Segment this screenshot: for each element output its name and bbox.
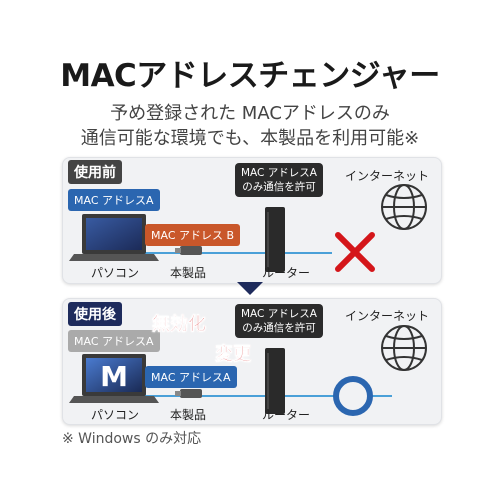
before-pc-mac-tag: MAC アドレスA xyxy=(68,189,160,211)
router-note-line-2: のみ通信を許可 xyxy=(242,322,316,334)
before-router-note: MAC アドレスA のみ通信を許可 xyxy=(235,163,323,197)
changed-stamp: 変更 xyxy=(215,344,252,366)
before-device-label: 本製品 xyxy=(169,266,206,280)
page-title: MACアドレスチェンジャー xyxy=(60,58,440,94)
before-internet-label: インターネット xyxy=(344,169,429,183)
internet-globe-icon xyxy=(381,184,427,230)
before-diagram xyxy=(69,184,427,272)
router-note-line-1: MAC アドレスA xyxy=(241,308,317,320)
blocked-x-icon xyxy=(335,232,375,272)
invalidated-stamp: 無効化 xyxy=(152,314,207,336)
svg-text:M: M xyxy=(100,360,128,393)
footnote: ※ Windows のみ対応 xyxy=(62,431,202,447)
router-note-line-1: MAC アドレスA xyxy=(241,167,317,179)
after-pc-label: パソコン xyxy=(90,408,139,422)
laptop-icon: M xyxy=(69,354,159,403)
allowed-circle-icon xyxy=(333,376,373,416)
subtitle-line-1: 予め登録された MACアドレスのみ xyxy=(110,103,390,124)
after-internet-label: インターネット xyxy=(344,309,429,323)
subtitle-line-2: 通信可能な環境でも、本製品を利用可能※ xyxy=(80,128,420,149)
internet-globe-icon xyxy=(381,325,427,371)
before-tag: 使用前 xyxy=(68,160,122,184)
after-router-label: ルーター xyxy=(261,408,310,422)
after-device-label: 本製品 xyxy=(169,408,206,422)
before-pc-label: パソコン xyxy=(90,266,139,280)
router-icon xyxy=(265,348,285,414)
after-diagram: M xyxy=(69,325,427,416)
after-router-note: MAC アドレスA のみ通信を許可 xyxy=(235,304,323,338)
adapter-device-icon xyxy=(175,246,202,255)
before-device-mac-tag: MAC アドレス B xyxy=(145,224,241,246)
router-note-line-2: のみ通信を許可 xyxy=(242,181,316,193)
adapter-device-icon xyxy=(175,389,202,398)
down-arrow-icon xyxy=(237,282,263,295)
laptop-icon xyxy=(69,214,159,261)
after-tag: 使用後 xyxy=(68,302,122,326)
before-router-label: ルーター xyxy=(261,266,310,280)
after-pc-mac-tag-disabled: MAC アドレスA xyxy=(68,330,160,352)
after-device-mac-tag: MAC アドレスA xyxy=(145,366,237,388)
router-icon xyxy=(265,207,285,272)
